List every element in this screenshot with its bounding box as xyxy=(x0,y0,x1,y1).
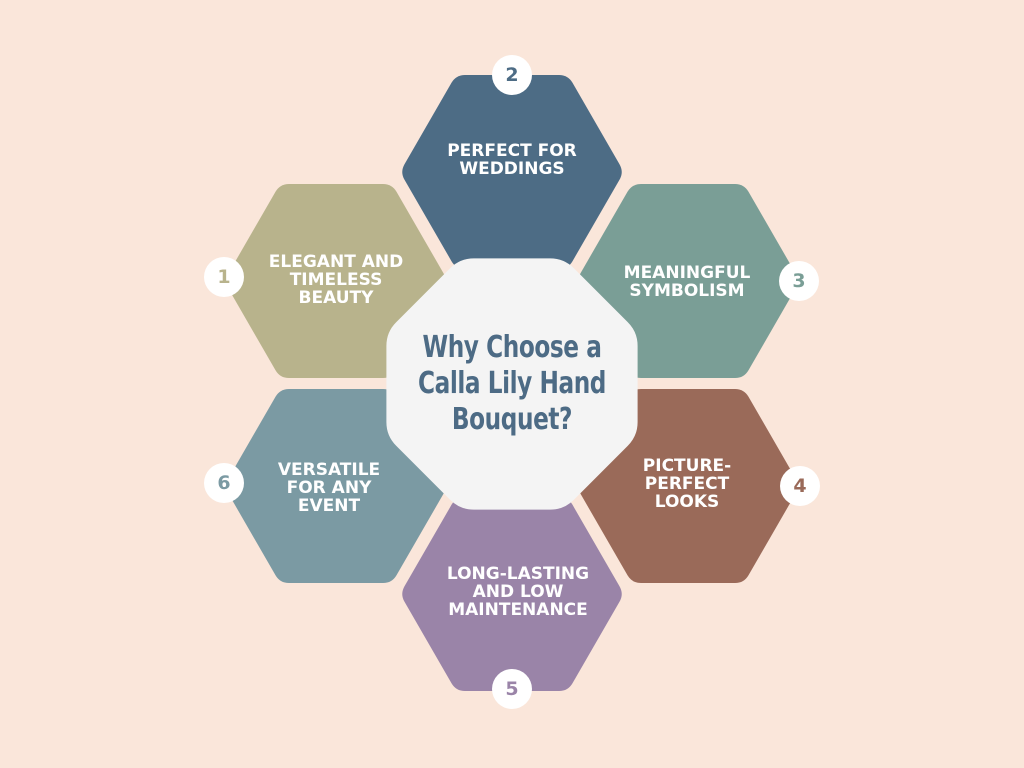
number-badge-6: 6 xyxy=(204,463,244,503)
number-badge-4: 4 xyxy=(780,466,820,506)
number-badge-2: 2 xyxy=(492,55,532,95)
number-badge-3: 3 xyxy=(779,261,819,301)
center-octagon xyxy=(386,258,638,510)
hexagon-2 xyxy=(402,75,622,269)
center-title: Why Choose a Calla Lily Hand Bouquet? xyxy=(417,330,606,437)
number-badge-5: 5 xyxy=(492,669,532,709)
number-badge-1: 1 xyxy=(204,257,244,297)
hexagon-5 xyxy=(402,497,622,691)
